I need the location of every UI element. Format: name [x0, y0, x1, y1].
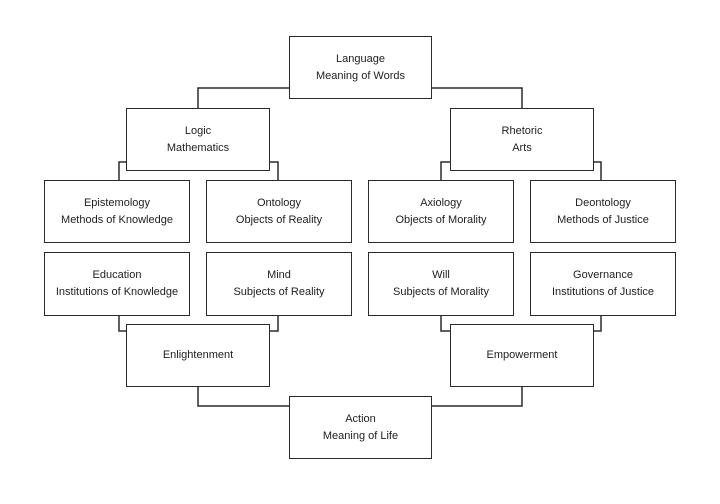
- node-empowerment: Empowerment: [450, 324, 594, 387]
- connector-rhetoric-axiology: [440, 161, 450, 180]
- connector-empowerment-action: [432, 387, 523, 407]
- node-mind-subtitle: Subjects of Reality: [233, 286, 325, 298]
- node-axiology-subtitle: Objects of Morality: [395, 213, 487, 226]
- node-mind-title: Mind: [267, 269, 291, 281]
- node-logic-subtitle: Mathematics: [166, 141, 230, 154]
- node-ontology-subtitle: Objects of Reality: [235, 213, 323, 226]
- connector-logic-epistemology: [118, 161, 126, 180]
- node-empowerment-title: Empowerment: [486, 349, 558, 361]
- node-epistemology: Epistemology Methods of Knowledge: [44, 180, 190, 243]
- node-axiology: Axiology Objects of Morality: [368, 180, 514, 243]
- node-epistemology-subtitle: Methods of Knowledge: [61, 213, 173, 226]
- node-will-title: Will: [432, 269, 450, 281]
- node-enlightenment-title: Enlightenment: [162, 349, 234, 361]
- connector-language-logic: [197, 87, 289, 108]
- node-education-title: Education: [92, 269, 142, 281]
- node-language-subtitle: Meaning of Words: [315, 69, 406, 82]
- node-epistemology-title: Epistemology: [83, 196, 151, 209]
- node-language: Language Meaning of Words: [289, 36, 432, 99]
- node-enlightenment: Enlightenment: [126, 324, 270, 387]
- node-rhetoric: Rhetoric Arts: [450, 108, 594, 171]
- node-deontology-subtitle: Methods of Justice: [557, 213, 649, 226]
- connector-mind-enlightenment: [270, 316, 279, 332]
- connector-enlightenment-action: [197, 387, 289, 407]
- node-logic: Logic Mathematics: [126, 108, 270, 171]
- node-action: Action Meaning of Life: [289, 396, 432, 459]
- node-governance-title: Governance: [573, 269, 633, 281]
- connector-logic-ontology: [270, 161, 279, 180]
- node-axiology-title: Axiology: [420, 196, 462, 209]
- connector-governance-empowerment: [594, 316, 602, 332]
- node-will-subtitle: Subjects of Morality: [393, 286, 489, 298]
- node-governance: Governance Institutions of Justice: [530, 252, 676, 316]
- connector-language-rhetoric: [432, 87, 523, 108]
- node-deontology-title: Deontology: [575, 196, 631, 209]
- node-deontology: Deontology Methods of Justice: [530, 180, 676, 243]
- node-ontology: Ontology Objects of Reality: [206, 180, 352, 243]
- connector-education-enlightenment: [118, 316, 126, 332]
- node-logic-title: Logic: [184, 124, 212, 137]
- node-ontology-title: Ontology: [256, 196, 302, 209]
- node-action-subtitle: Meaning of Life: [322, 429, 399, 442]
- connector-rhetoric-deontology: [594, 161, 602, 180]
- node-education-subtitle: Institutions of Knowledge: [55, 286, 179, 298]
- connector-will-empowerment: [440, 316, 450, 332]
- node-action-title: Action: [345, 412, 376, 425]
- node-language-title: Language: [336, 52, 385, 65]
- node-governance-subtitle: Institutions of Justice: [551, 286, 655, 298]
- node-will: Will Subjects of Morality: [368, 252, 514, 316]
- node-mind: Mind Subjects of Reality: [206, 252, 352, 316]
- node-rhetoric-subtitle: Arts: [512, 141, 532, 154]
- node-rhetoric-title: Rhetoric: [501, 124, 543, 137]
- node-education: Education Institutions of Knowledge: [44, 252, 190, 316]
